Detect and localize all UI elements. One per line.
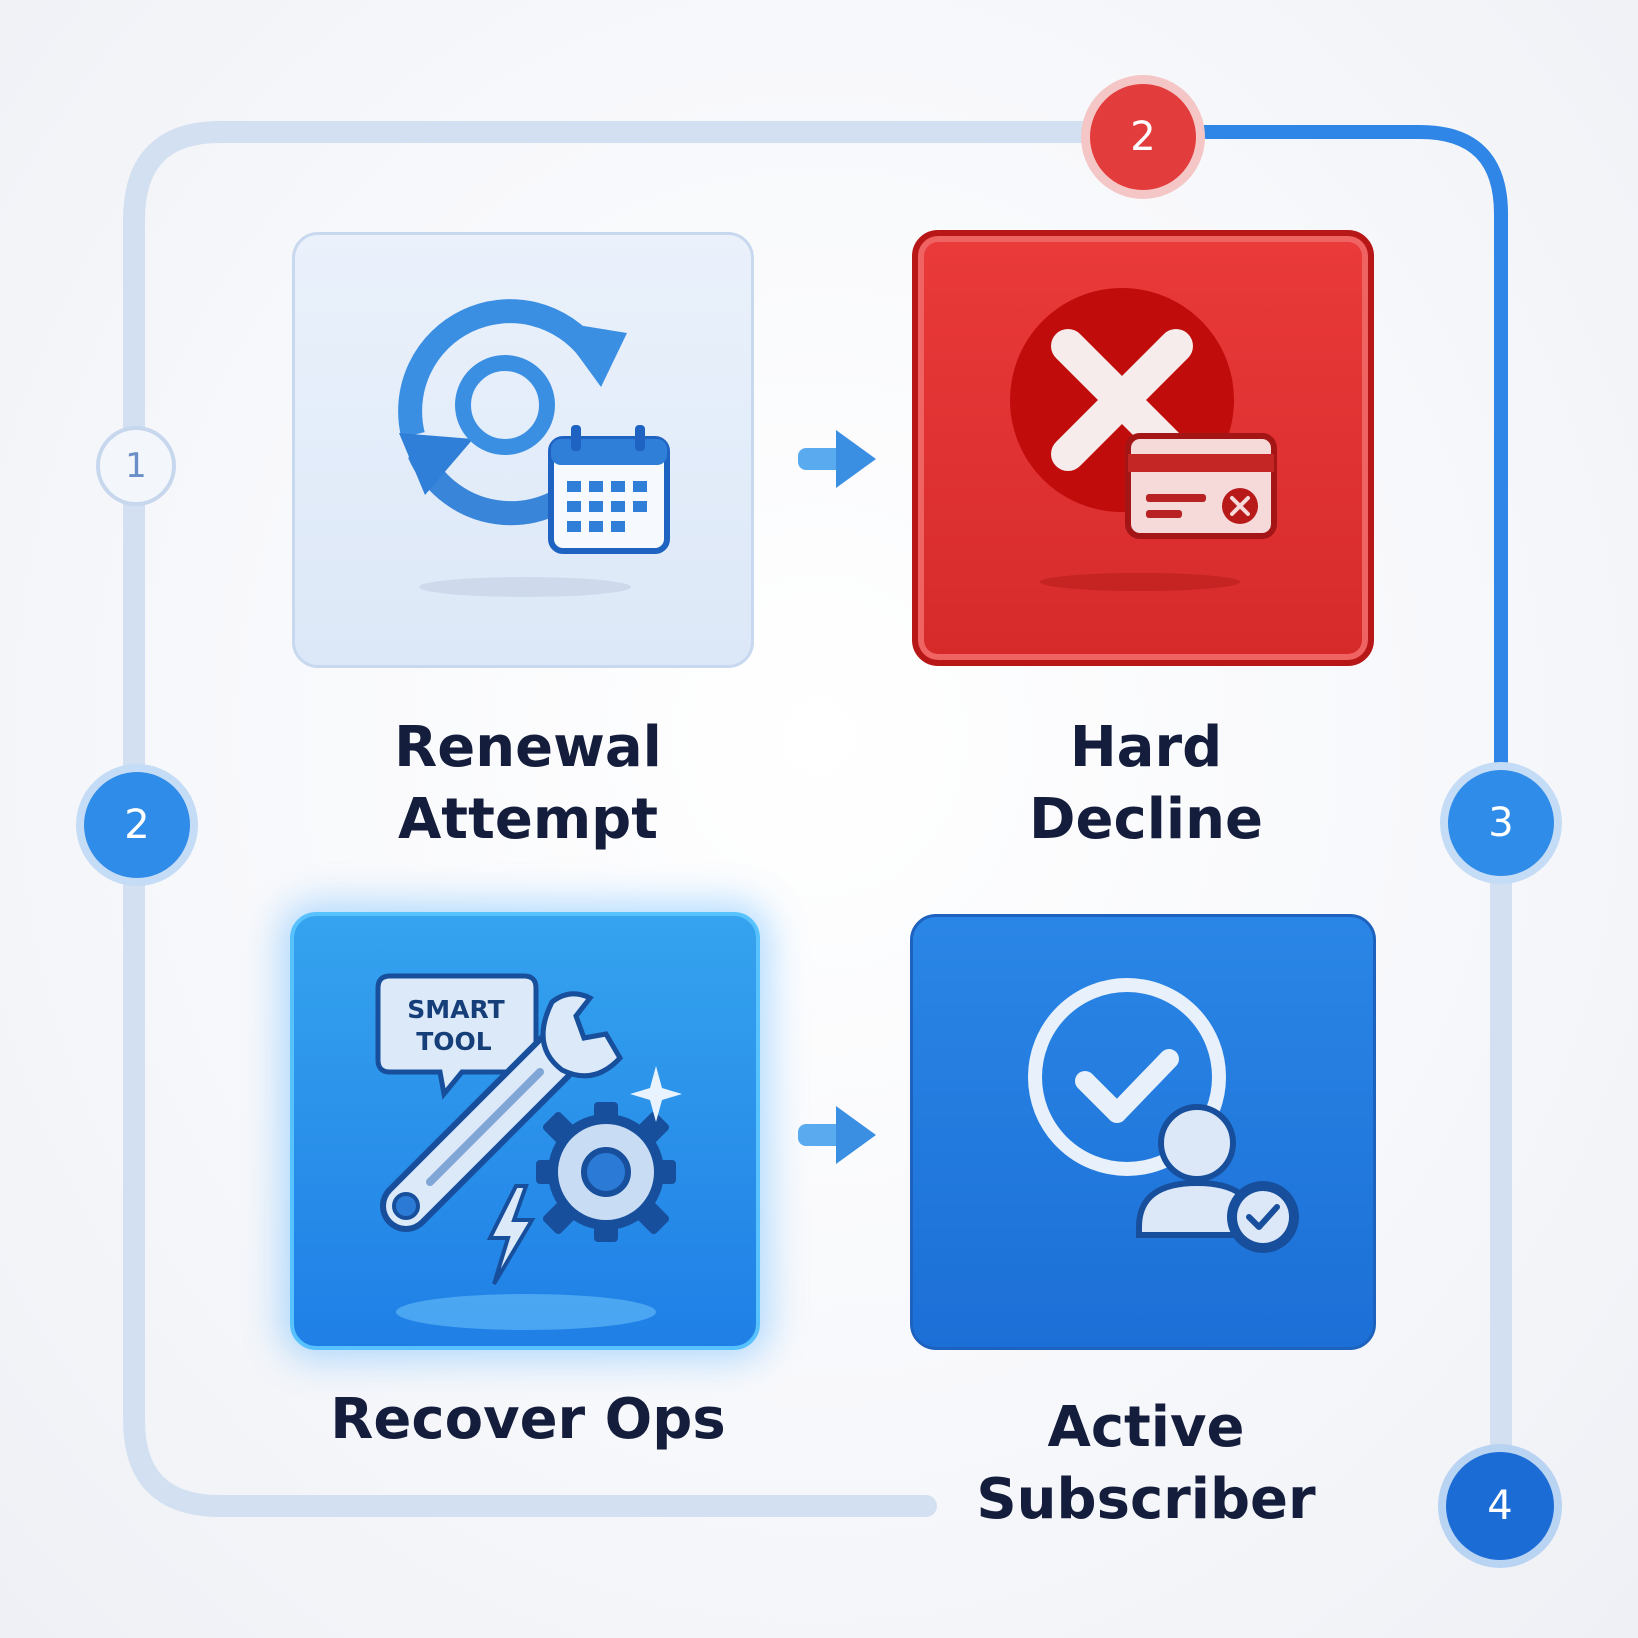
renewal-attempt-card[interactable] [292,232,754,668]
wrench-icon [380,991,624,1232]
active-subscriber-card[interactable] [910,914,1376,1350]
active-subscriber-label: Active Subscriber [976,1395,1316,1532]
recover-ops-card[interactable]: SMART TOOL [290,912,760,1350]
arrow-right-icon [798,430,876,488]
step-badge-2-left: 2 [84,772,190,878]
arrow-right-icon [798,1106,876,1164]
recover-ops-label: Recover Ops [330,1387,726,1452]
renewal-attempt-label: Renewal Attempt [394,715,662,852]
smart-tool-speech-bubble [375,973,539,1100]
sparkle-icon [630,1066,682,1122]
recurring-calendar-icon [398,299,670,597]
step-badge-3: 3 [1448,770,1554,876]
smart-tool-line-2: TOOL [416,1027,492,1056]
declined-card-icon [1010,288,1277,591]
check-subscriber-icon [1028,978,1299,1253]
smart-tool-wrench-gear-icon: SMART TOOL [375,973,682,1330]
step-badge-1: 1 [96,426,176,506]
smart-tool-line-1: SMART [407,995,504,1024]
step-badge-4: 4 [1446,1452,1554,1560]
gear-icon [536,1102,676,1242]
step-badge-2-top: 2 [1090,84,1196,190]
hard-decline-card[interactable] [912,230,1374,666]
lightning-icon [486,1184,536,1286]
user-avatar-icon [1136,1104,1258,1238]
hard-decline-label: Hard Decline [1029,715,1263,852]
track-right-active [1136,125,1508,829]
verified-badge-icon [1227,1181,1299,1253]
